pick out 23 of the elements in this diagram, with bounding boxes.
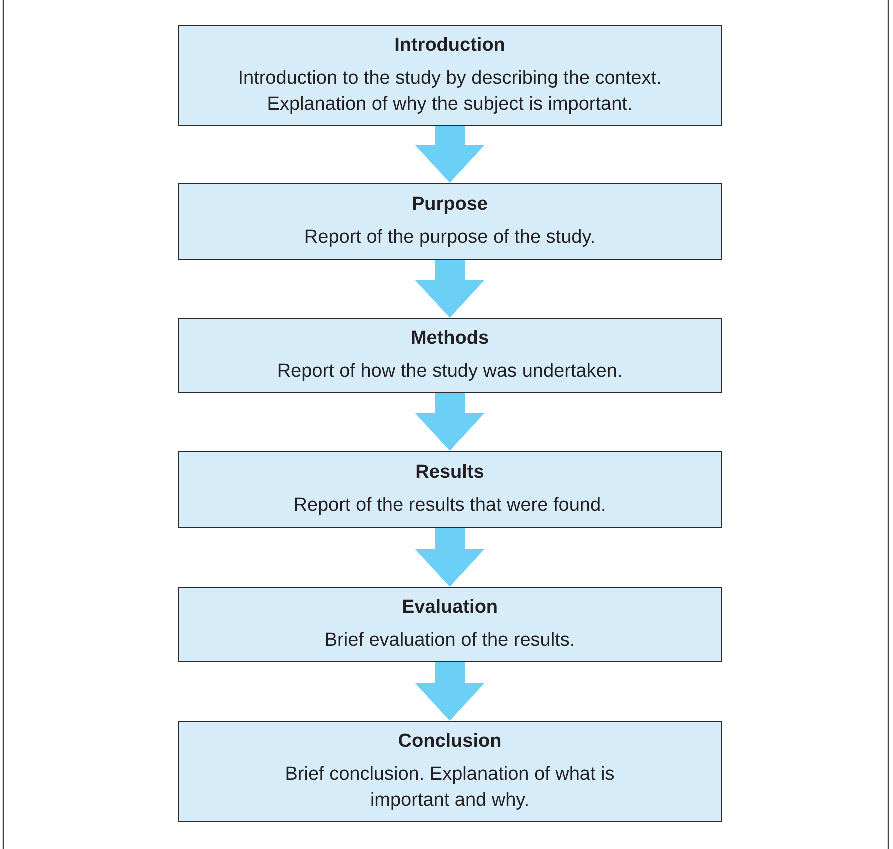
box-description: Introduction to the study by describing the context. Explanation of why the subject is important. — [237, 66, 663, 116]
box-description: Brief conclusion. Explanation of what is important and why. — [284, 762, 616, 812]
box-description: Report of the results that were found. — [292, 494, 608, 518]
box-heading: Evaluation — [402, 596, 498, 620]
box-description: Report of how the study was undertaken. — [276, 360, 624, 384]
process-box — [178, 183, 722, 260]
arrow — [415, 393, 485, 451]
arrow — [415, 260, 485, 318]
box-heading: Purpose — [412, 192, 488, 216]
process-box — [178, 25, 722, 126]
box-heading: Introduction — [394, 34, 506, 58]
arrow — [415, 528, 485, 587]
process-box — [178, 318, 722, 393]
box-heading: Methods — [410, 326, 490, 350]
box-heading: Results — [416, 460, 484, 484]
box-description: Brief evaluation of the results. — [324, 628, 576, 652]
box-heading: Conclusion — [398, 730, 502, 754]
arrow — [415, 126, 485, 183]
process-box — [178, 587, 722, 662]
process-box — [178, 721, 722, 822]
box-description: Report of the purpose of the study. — [303, 226, 597, 250]
arrow — [415, 662, 485, 721]
process-box — [178, 451, 722, 528]
